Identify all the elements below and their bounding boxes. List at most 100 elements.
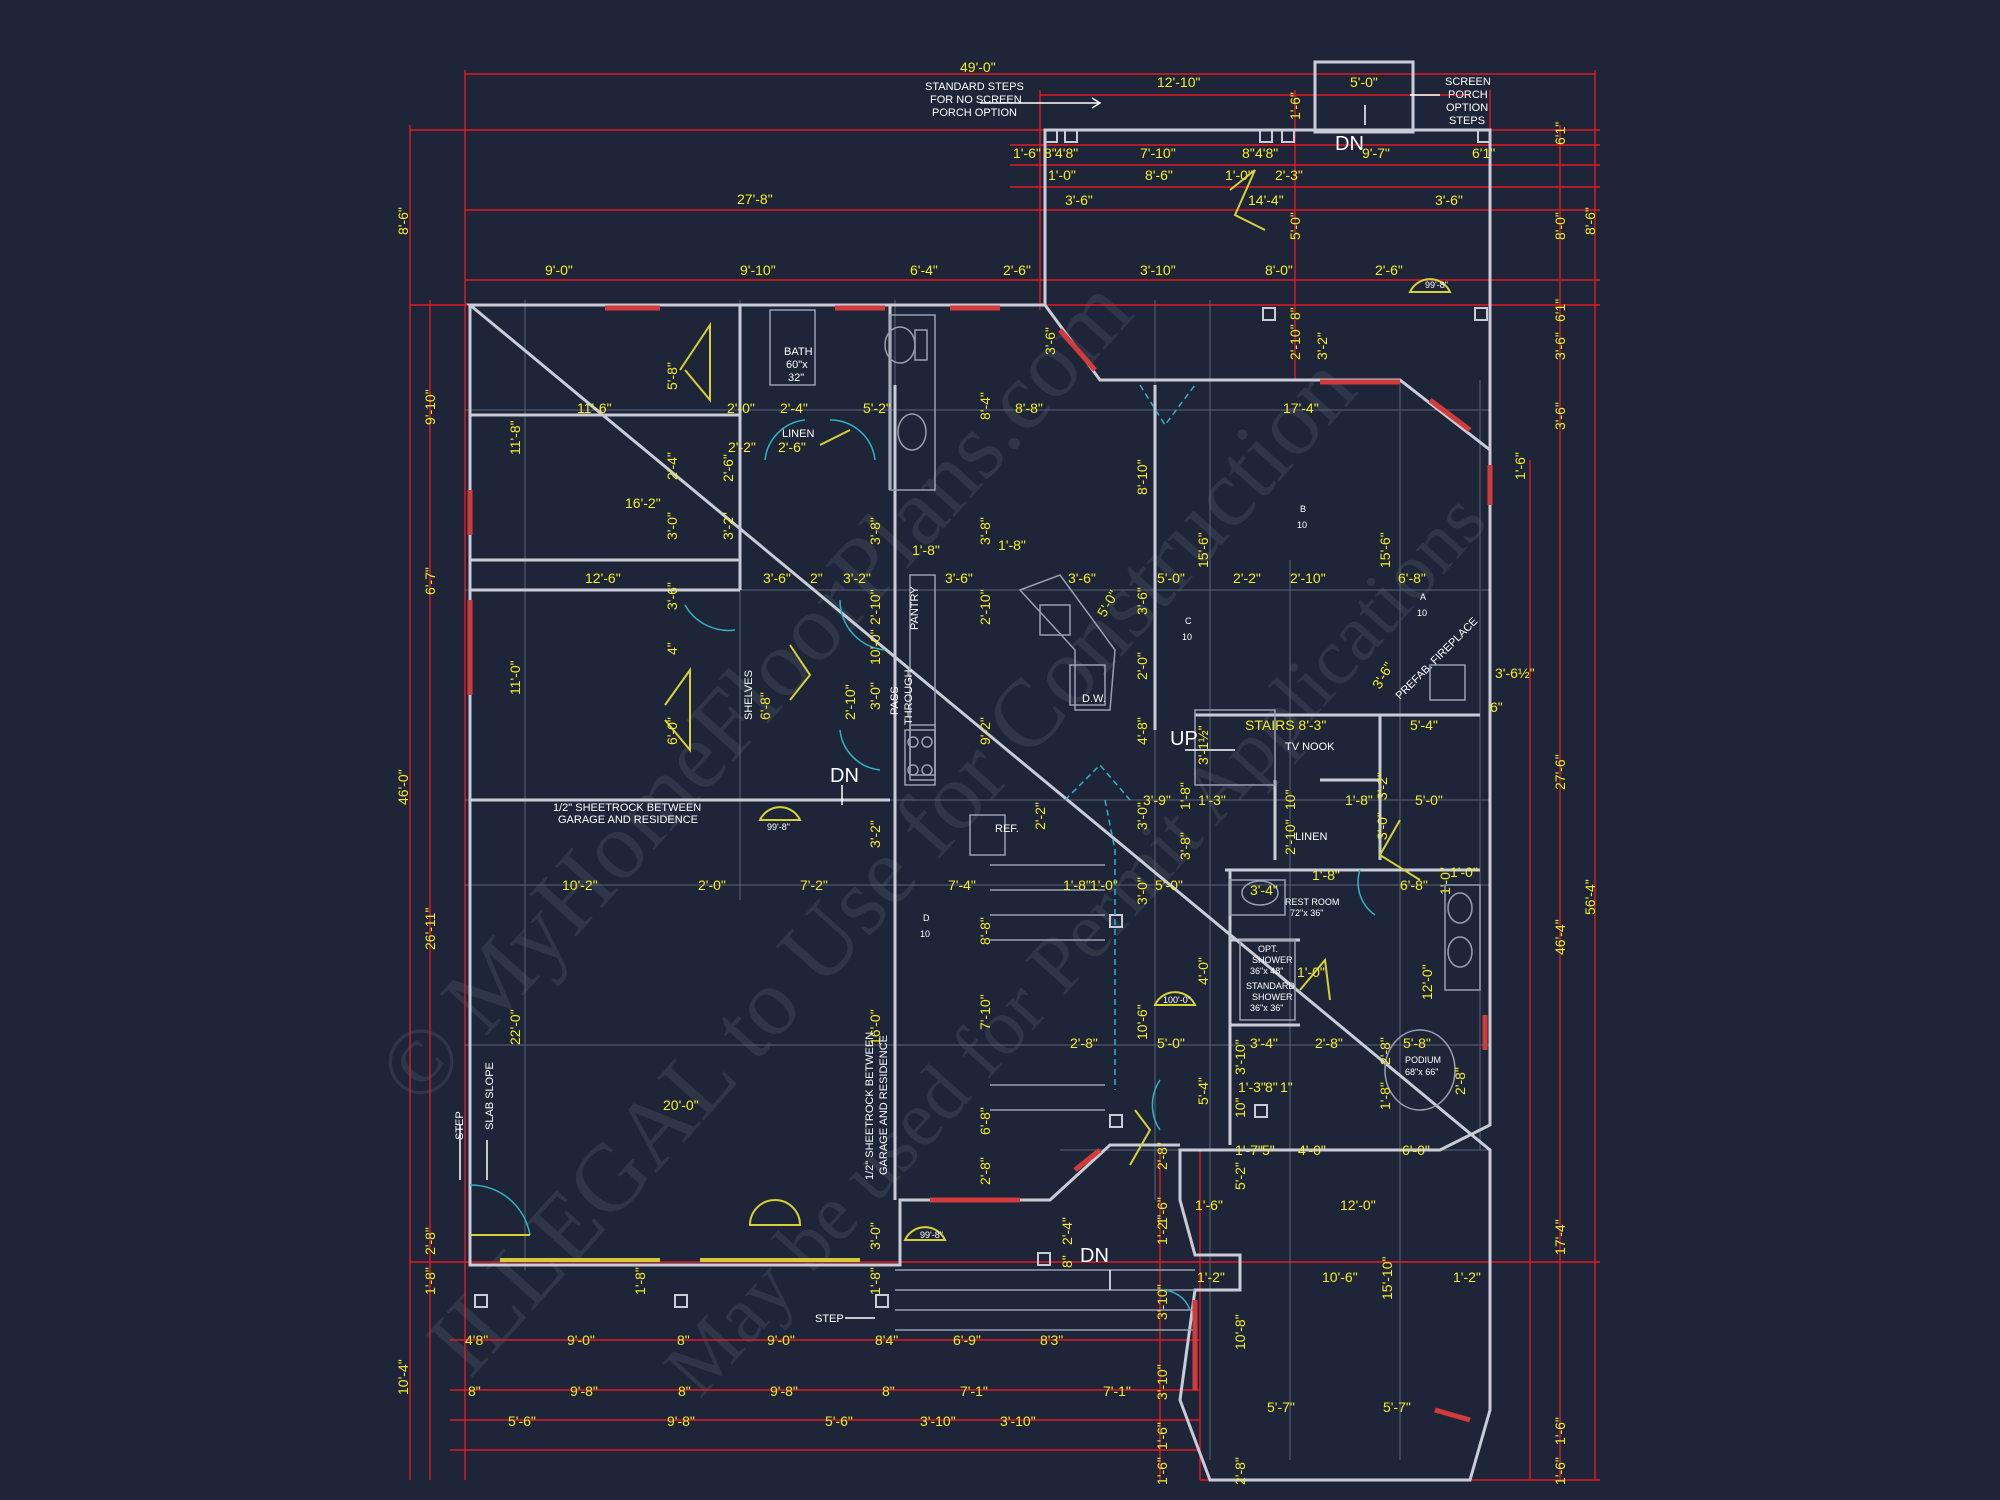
burner-icon — [921, 764, 933, 776]
dim-2-10a: 2'-10" — [1290, 570, 1326, 586]
dim-r-17-4: 17'-4" — [1552, 1219, 1568, 1255]
label-shower-6: 36"x 36" — [1250, 1003, 1283, 1013]
dim-1-0: 1'-0" — [1048, 167, 1076, 183]
dim-5-0b: 5'-0" — [1415, 792, 1443, 808]
dim-r-1-6: 1'-6" — [1512, 452, 1528, 480]
label-room-b-n: 10 — [1297, 520, 1307, 530]
dim-3-6d: 3'-6" — [945, 570, 973, 586]
dim-2-2b: 2'-2" — [1233, 570, 1261, 586]
label-room-d-n: 10 — [920, 929, 930, 939]
dim-1-6: 1'-6" — [1013, 145, 1041, 161]
note-step-garage: STEP — [454, 1111, 466, 1140]
dim-i-5-0-porch: 5'-0" — [1287, 212, 1303, 240]
dim-b-8d: 8" — [882, 1383, 895, 1399]
dim-i-10-6: 10'-6" — [1134, 1004, 1150, 1040]
dim-i-10-0v: 10'-0" — [867, 629, 883, 665]
dim-overall-top: 49'-0" — [960, 59, 996, 75]
label-ceiling-1: 99'-8" — [1425, 280, 1448, 290]
label-podium-2: 68"x 66" — [1405, 1067, 1438, 1077]
dim-i-3-10v: 3'-10" — [1232, 1039, 1248, 1075]
dim-i-6-8v: 6'-8" — [757, 692, 773, 720]
label-shelves: SHELVES — [743, 670, 755, 720]
dim-r-6-1: 6'1" — [1552, 122, 1568, 145]
dim-8: 8" — [1265, 1079, 1278, 1095]
dim-i-5-8: 5'-8" — [664, 362, 680, 390]
note-screen-2: PORCH — [1448, 89, 1488, 101]
label-shower-3: 36"x 48" — [1250, 966, 1283, 976]
dim-11-6: 11'-6" — [577, 400, 612, 416]
dim-i-6-0v: 6'-0" — [664, 717, 680, 745]
dim-i-1-6-bay: 1'-6" — [1154, 1422, 1170, 1450]
dim-i-2-10w: 2'-10" — [977, 589, 993, 625]
dim-1-0b: 1'-0" — [1225, 167, 1253, 183]
dim-i-8-4: 8'-4" — [977, 392, 993, 420]
dim-v-10-4: 10'-4" — [395, 1359, 411, 1395]
kitchen-sink-icon — [1039, 604, 1071, 636]
dim-r-1-6b: 1'-6" — [1552, 1417, 1568, 1445]
dim-b-8-4: 8'4" — [875, 1332, 898, 1348]
dim-i-3-0v: 3'-0" — [664, 512, 680, 540]
dim-3-4: 3'-4" — [1250, 882, 1278, 898]
label-shower-2: SHOWER — [1252, 955, 1293, 965]
dim-i-8-10: 8'-10" — [1134, 459, 1150, 495]
ceiling-fan-icon — [903, 1226, 947, 1241]
dim-8-6: 8'-6" — [1145, 167, 1173, 183]
dim-i-3-0w: 3'-0" — [867, 682, 883, 710]
label-room-b: B — [1300, 504, 1306, 514]
dim-i-2-6v: 2'-6" — [720, 454, 736, 482]
dim-2-0a: 2'-0" — [727, 400, 755, 416]
dim-i-3-0-gar: 3'-0" — [867, 1222, 883, 1250]
dim-r-6: 6" — [1490, 699, 1503, 715]
dim-i-15-10: 15'-10" — [1379, 1257, 1395, 1300]
dim-i-10-v: 10" — [1232, 1097, 1248, 1118]
note-sheetrock-1b: GARAGE AND RESIDENCE — [558, 814, 698, 826]
dim-27-8: 27'-8" — [737, 191, 773, 207]
dim-i-3-0x: 3'-0" — [1374, 812, 1390, 840]
dim-i-2-10y: 2'-10" — [1282, 819, 1298, 855]
dim-16-2: 16'-2" — [625, 495, 661, 511]
label-ceiling-2: 99'-8" — [767, 822, 790, 832]
dim-i-1-8-mid: 1'-8" — [632, 1267, 648, 1295]
ceiling-fan-icon — [758, 806, 802, 821]
dim-i-8-8v: 8'-8" — [977, 917, 993, 945]
dim-i-6-8b: 6'-8" — [977, 1107, 993, 1135]
dim-6-0: 6'-0" — [1402, 1142, 1430, 1158]
fixtures — [748, 278, 1473, 1241]
dim-4-8b: 4'8" — [1255, 145, 1278, 161]
dim-5-2: 5'-2" — [863, 400, 891, 416]
dim-1-3: 1'-3" — [1198, 792, 1226, 808]
dim-4-8: 4'8" — [1055, 145, 1078, 161]
dim-4-0: 4'-0" — [1298, 1142, 1326, 1158]
dim-i-2-8c: 2'-8" — [1377, 1037, 1393, 1065]
dim-i-1-6-entry: 1'-6" — [1154, 1197, 1170, 1225]
sink-icon — [1241, 880, 1279, 906]
dim-i-2-8g: 2'-8" — [1232, 1457, 1248, 1485]
label-ceiling-3: 100'-0" — [1163, 995, 1191, 1005]
dim-v-8-6-left: 8'-6" — [395, 207, 411, 235]
dim-1: 1" — [1280, 1079, 1293, 1095]
dim-1-0y: 1'-0" — [1297, 964, 1325, 980]
label-shower-5: SHOWER — [1252, 992, 1293, 1002]
dim-i-22-0: 22'-0" — [507, 1009, 523, 1045]
dim-porch-width: 12'-10" — [1157, 74, 1200, 90]
dim-8-0: 8'-0" — [1265, 262, 1293, 278]
label-tv-nook: TV NOOK — [1285, 741, 1335, 753]
dim-i-1-2-entry: 1'-2" — [1154, 1217, 1170, 1245]
dim-i-3-8v: 3'-8" — [1177, 832, 1193, 860]
dim-1-8a: 1'-8" — [912, 542, 940, 558]
note-sheetrock-2b: GARAGE AND RESIDENCE — [878, 1035, 890, 1175]
dim-r-8-6: 8'-6" — [1582, 207, 1598, 235]
dim-i-3-8: 3'-8" — [867, 517, 883, 545]
dim-2-3: 2'-3" — [1275, 167, 1303, 183]
sink-icon — [1447, 936, 1473, 968]
note-slab-slope: SLAB SLOPE — [484, 1062, 496, 1130]
note-step-front: STEP — [815, 1313, 844, 1325]
dim-i-3-0z: 3'-0" — [1134, 877, 1150, 905]
label-room-a: A — [1420, 592, 1426, 602]
dim-r-3-6-half: 3'-6½" — [1495, 665, 1535, 681]
dim-i-8-front: 8" — [1059, 1255, 1075, 1268]
dim-1-2a: 1'-2" — [1197, 1269, 1225, 1285]
dim-b-6-9: 6'-9" — [953, 1332, 981, 1348]
dim-i-4-8v: 4'-8" — [1134, 717, 1150, 745]
dim-i-16-0: 16'-0" — [867, 1009, 883, 1045]
